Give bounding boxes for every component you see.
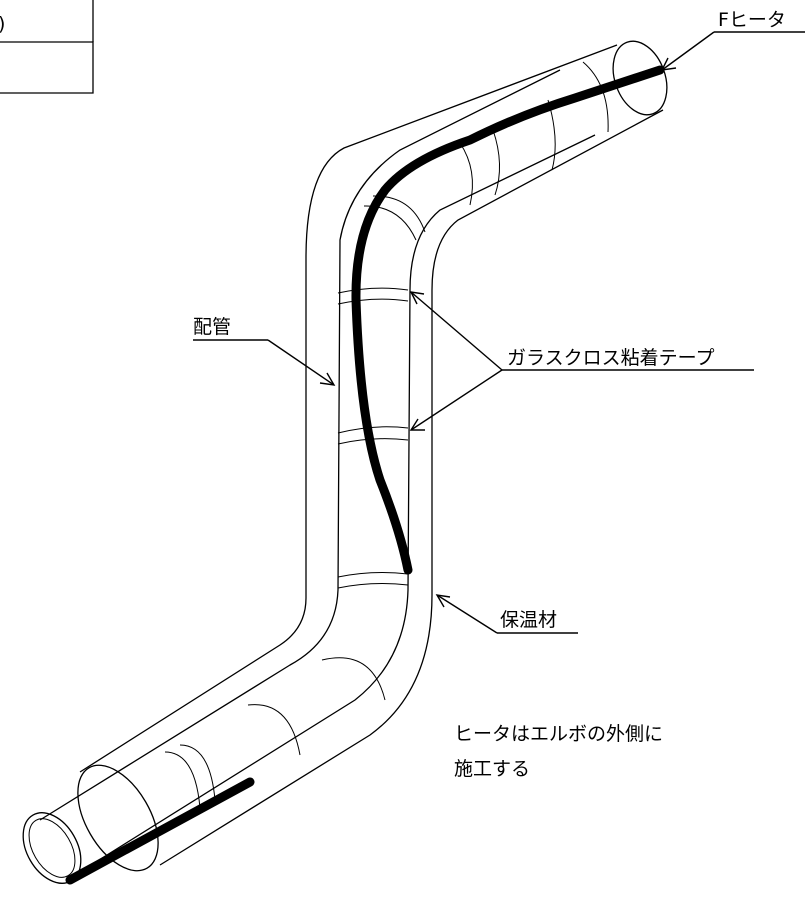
leader-heater xyxy=(660,31,805,71)
leader-tape xyxy=(409,291,754,431)
leader-insulation xyxy=(435,594,578,634)
title-block-frame xyxy=(0,41,94,94)
insulation-outline xyxy=(77,40,668,872)
title-block-mark: ) xyxy=(0,13,5,35)
note-line-2: 施工する xyxy=(454,758,530,780)
title-block: ) xyxy=(0,0,94,94)
heater-cable-lower xyxy=(65,777,255,885)
label-pipe: 配管 xyxy=(193,316,231,338)
label-insulation: 保温材 xyxy=(500,609,557,631)
label-heater: Fヒータ xyxy=(718,9,786,31)
leader-pipe xyxy=(193,339,336,386)
heater-cable xyxy=(351,65,665,575)
note-line-1: ヒータはエルボの外側に xyxy=(454,723,663,745)
label-tape: ガラスクロス粘着テープ xyxy=(507,347,714,369)
